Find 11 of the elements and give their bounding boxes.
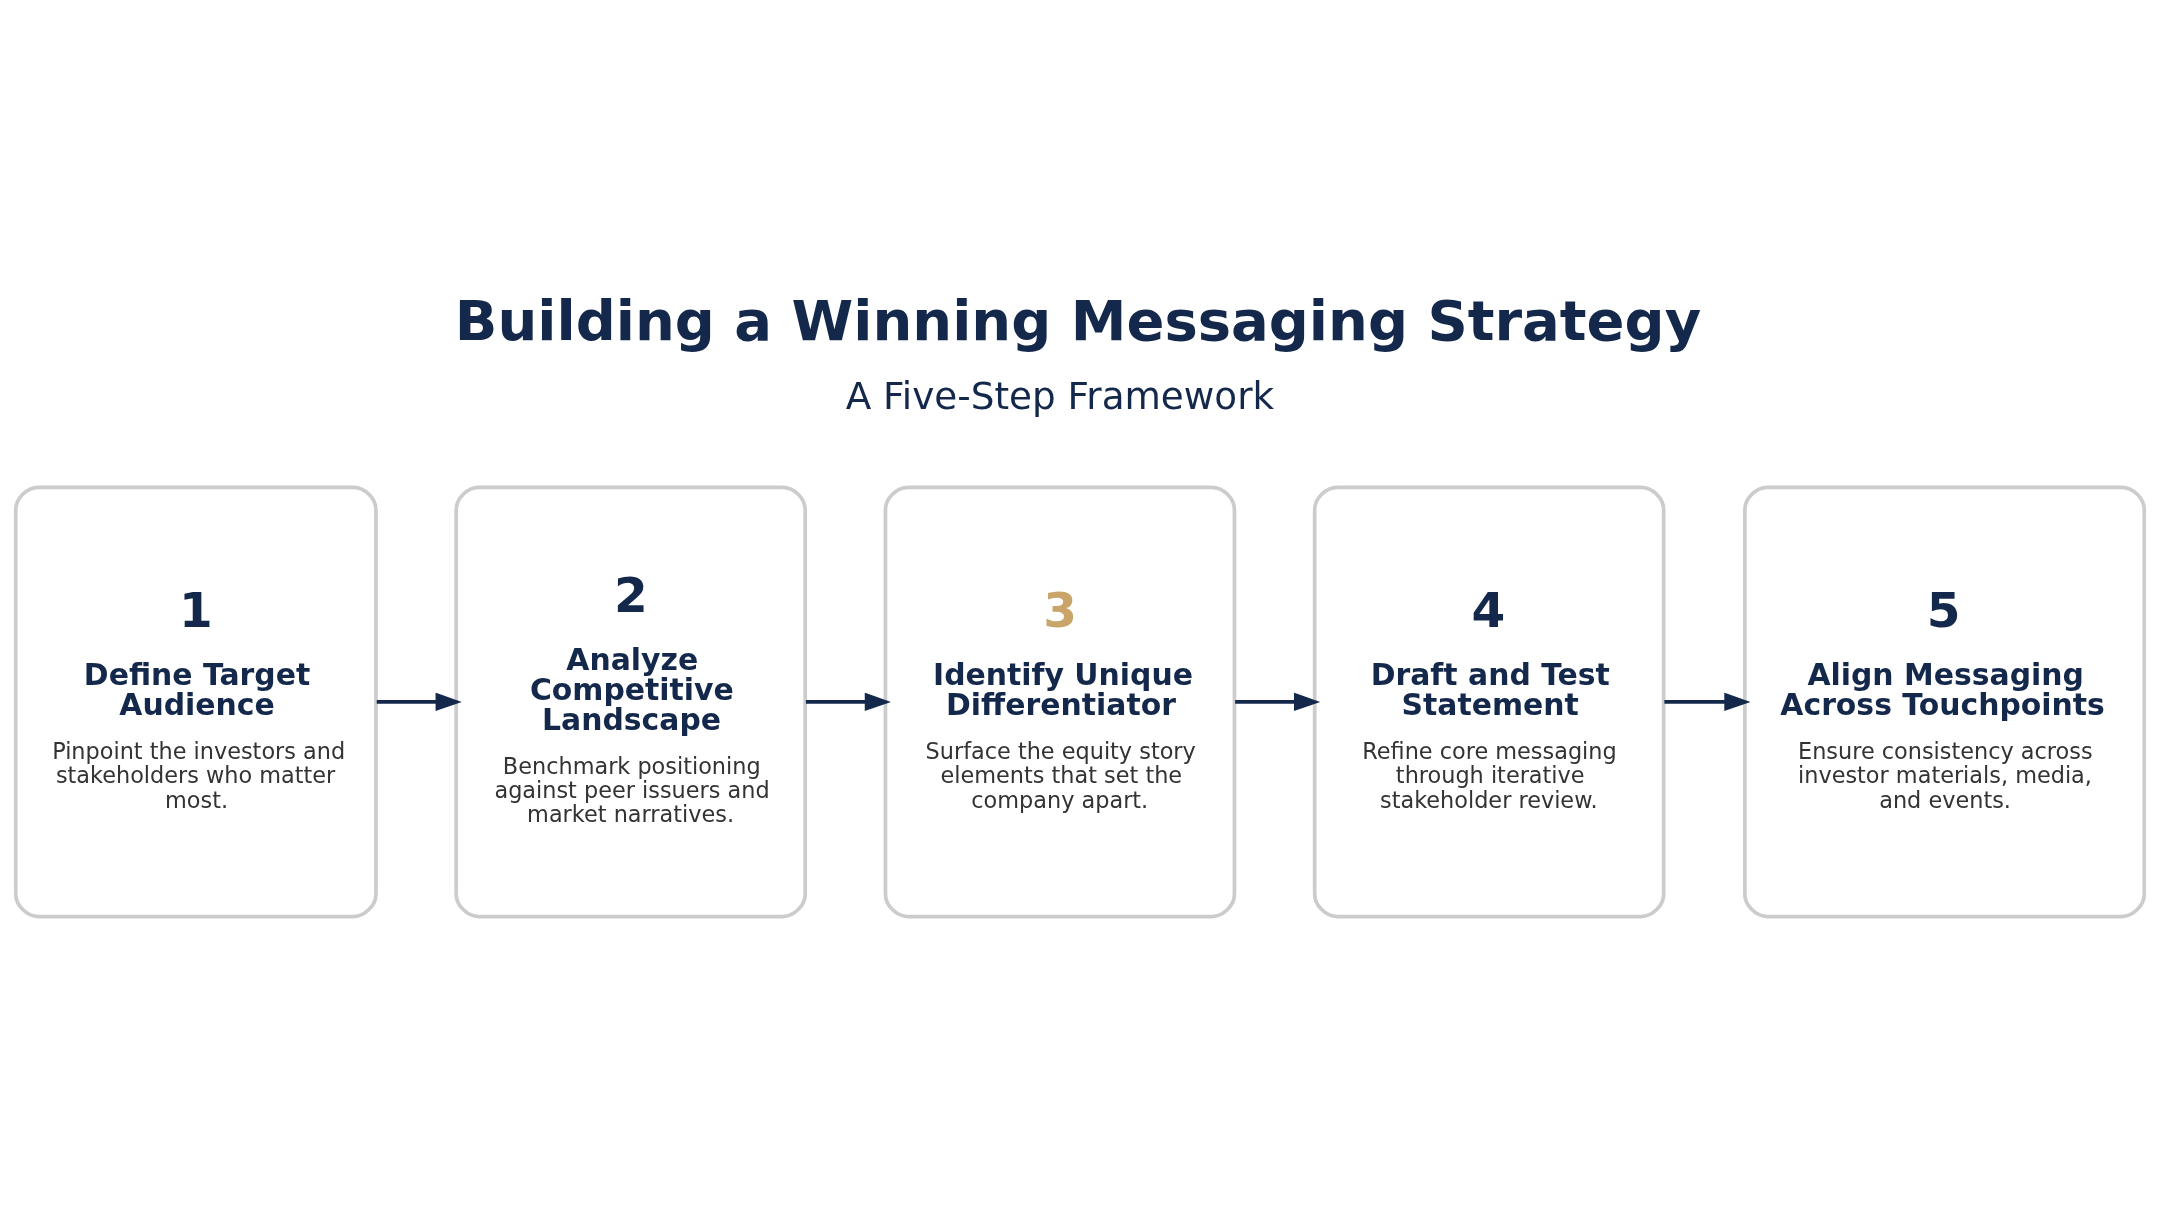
label: A Five-Step Framework [845, 373, 1275, 418]
node-box: 3 Identify Unique Differentiator Surface the equity story elements that set the company apart. [883, 485, 1237, 919]
node-box: 1 Define Target Audience Pinpoint the investors and stakeholders who matter most. [13, 485, 378, 919]
arrow [376, 692, 462, 712]
diagram-title: Building a Winning Messaging Strategy [454, 287, 1702, 353]
arrow [1235, 692, 1321, 712]
node-box: 4 Draft and Test Statement Refine core messaging through iterative stakeholder review. [1312, 485, 1666, 919]
node-box: 2 Analyze Competitive Landscape Benchmark positioning against peer issuers and market narratives. [454, 485, 808, 919]
node-box: 5 Align Messaging Across Touchpoints Ensure consistency across investor materials, media, and events. [1743, 485, 2147, 919]
arrow [805, 692, 891, 712]
arrow [1664, 692, 1751, 712]
